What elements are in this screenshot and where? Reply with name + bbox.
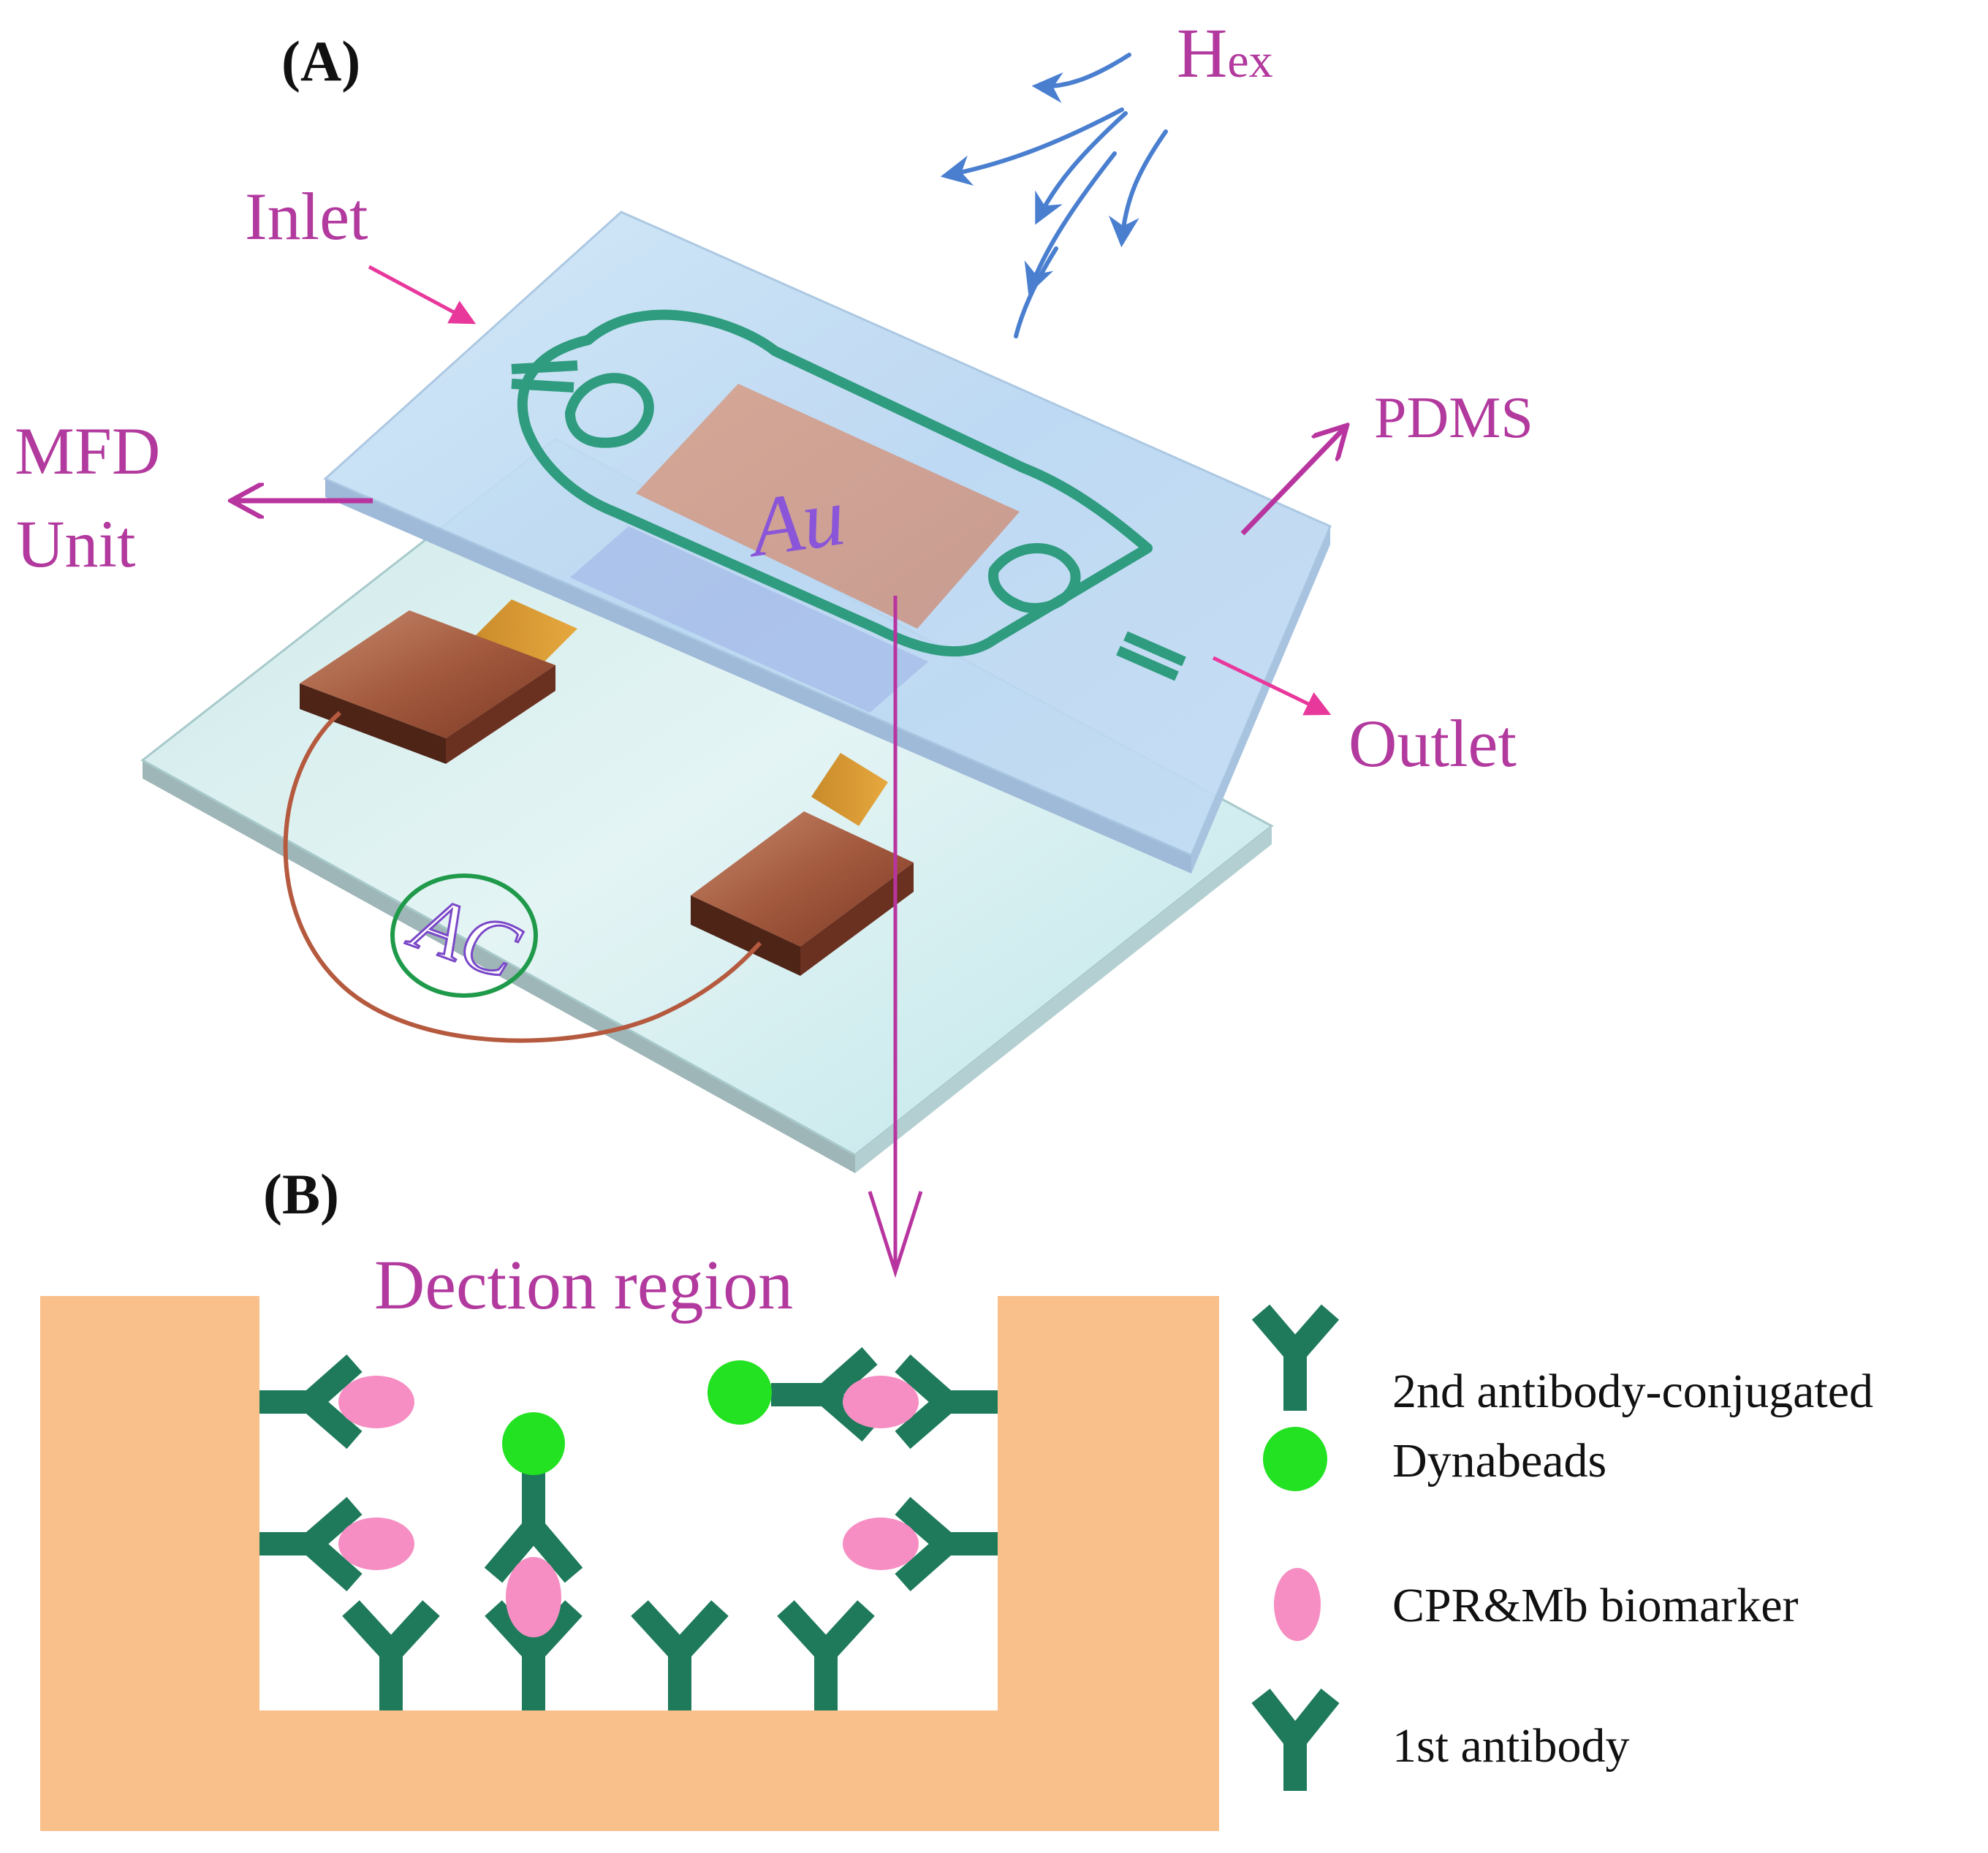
legend-dynabead-symbol [1251, 1304, 1340, 1491]
field-arrow-2 [940, 107, 1124, 186]
antibodies [259, 1347, 998, 1710]
channel-inlet-line-2 [511, 379, 574, 393]
biomarker-right-upper [843, 1376, 919, 1428]
detection-region-label: Dection region [374, 1246, 793, 1324]
field-arrow-3 [1035, 111, 1128, 225]
gold-label: Au [740, 469, 850, 575]
outlet-arrow [1212, 656, 1332, 716]
pdms-arrow [1240, 428, 1345, 536]
pdms-layer-bottom-edge [325, 479, 1191, 874]
inlet-arrow [368, 265, 477, 325]
ac-wire [283, 710, 762, 1043]
channel-loop-left [565, 373, 654, 448]
copper-pad-left [300, 610, 555, 764]
field-arrow-4 [1024, 151, 1117, 295]
panel-b: (B) Dection region [40, 1162, 1873, 1831]
panel-b-letter: (B) [263, 1162, 339, 1226]
first-antibody-1 [342, 1600, 440, 1710]
h-field-label: Hex [1177, 14, 1273, 92]
legend-first-antibody-label: 1st antibody [1392, 1719, 1630, 1773]
mfd-label-line2: Unit [16, 507, 136, 581]
dynabead-center [502, 1412, 565, 1475]
biomarker-right-lower [843, 1517, 919, 1570]
mfd-label-line1: MFD [15, 414, 160, 488]
biomarker-center [506, 1557, 561, 1637]
inlet-label: Inlet [245, 179, 368, 254]
legend-biomarker-label: CPR&Mb biomarker [1392, 1579, 1799, 1632]
biomarker-left-upper [338, 1376, 414, 1428]
ac-source-circle [390, 874, 538, 998]
biomarker-left-lower [338, 1517, 414, 1570]
wall-antibody-right-upper [895, 1354, 998, 1450]
first-antibody-4 [777, 1600, 875, 1710]
gold-electrode [636, 384, 1020, 629]
detection-substrate [40, 1296, 1219, 1831]
field-arrow-5 [1108, 129, 1168, 248]
bottom-substrate-edge [143, 760, 855, 1173]
pdms-label: PDMS [1374, 386, 1533, 450]
first-antibody-3 [631, 1600, 729, 1710]
channel-outlet-line-2 [1116, 645, 1179, 681]
microfluidic-channel [511, 309, 1186, 681]
panel-a: (A) Hex [15, 14, 1533, 1278]
bottom-substrate-right-edge [855, 826, 1272, 1173]
outlet-label: Outlet [1348, 706, 1517, 781]
copper-pad-right [691, 811, 914, 976]
dynabead-right [707, 1360, 772, 1425]
legend-first-antibody-symbol [1251, 1689, 1340, 1791]
channel-outlet-line [1123, 631, 1186, 667]
legend: 2nd antibody-conjugated Dynabeads CPR&Mb… [1251, 1304, 1873, 1791]
field-arrow-1 [1031, 53, 1131, 103]
wall-antibody-left-upper [259, 1354, 363, 1450]
pdms-layer-right-edge [1191, 526, 1330, 874]
h-field-symbol: H [1177, 14, 1227, 92]
wall-antibody-right-lower [895, 1496, 998, 1591]
channel-inlet-line [511, 360, 578, 374]
electrode-lead-right [811, 753, 888, 826]
field-arrow-6 [1014, 246, 1058, 338]
biomarkers [338, 1376, 919, 1637]
legend-dynabeads-line2: Dynabeads [1392, 1434, 1606, 1488]
dynabeads [502, 1360, 772, 1475]
detection-arrow-head [868, 1191, 923, 1278]
legend-biomarker-symbol [1274, 1568, 1321, 1641]
second-antibody-center [484, 1473, 583, 1583]
electrode-array [570, 526, 928, 713]
legend-dynabeads-line1: 2nd antibody-conjugated [1392, 1365, 1873, 1418]
panel-a-letter: (A) [281, 29, 360, 93]
magnetic-field-arrows [940, 53, 1168, 338]
wall-antibody-left-lower [259, 1496, 363, 1591]
channel-outline [517, 309, 1153, 657]
channel-loop-right [988, 543, 1081, 613]
first-antibody-2 [485, 1600, 583, 1710]
h-field-subscript: ex [1227, 34, 1272, 88]
